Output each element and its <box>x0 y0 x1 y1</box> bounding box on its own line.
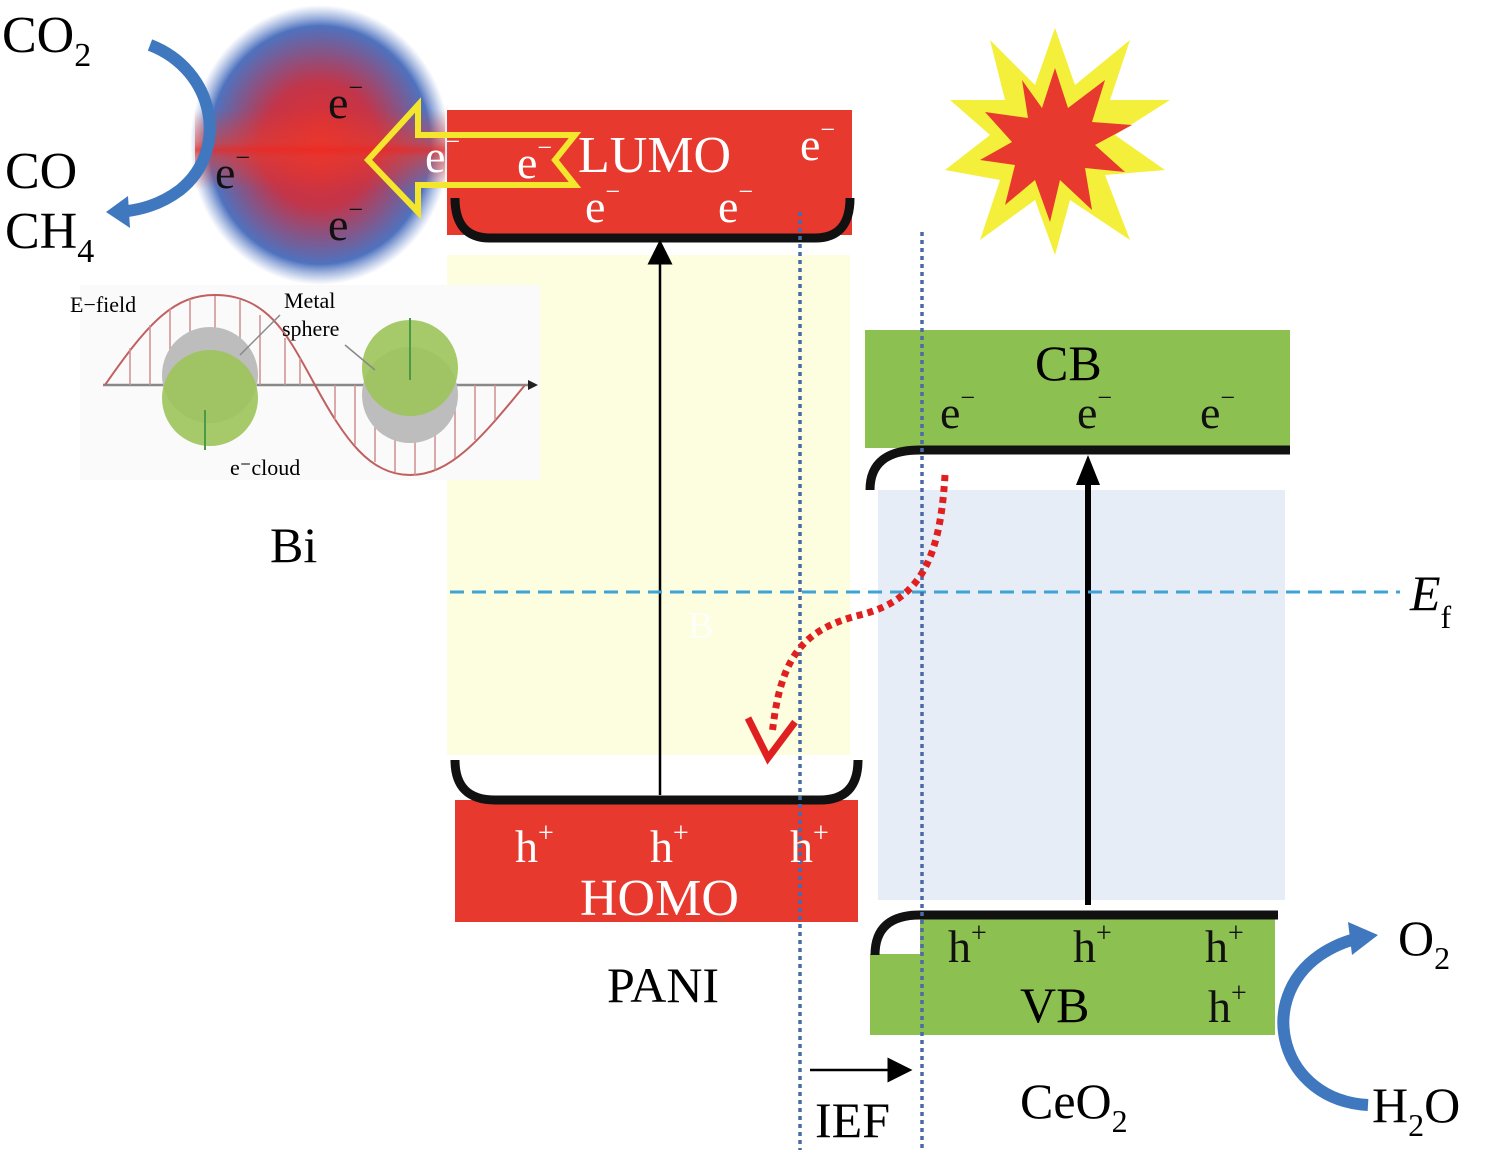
co2-reduction-arrow <box>119 39 216 218</box>
ceo2-label: CeO2 <box>1020 1073 1128 1139</box>
water-oxidation-arrow <box>1277 932 1369 1111</box>
sun-icon <box>945 28 1170 255</box>
cb-electron: e− <box>1077 383 1112 438</box>
inset-efield-label: E−field <box>70 292 136 317</box>
cb-electron: e− <box>1200 383 1235 438</box>
homo-label: HOMO <box>580 870 739 927</box>
homo-hole: h+ <box>650 818 689 872</box>
homo-hole: h+ <box>515 818 554 872</box>
cb-label: CB <box>1035 335 1102 391</box>
ief-label: IEF <box>815 1092 890 1148</box>
vb-hole: h+ <box>948 918 987 972</box>
lumo-label: LUMO <box>578 127 731 184</box>
ch4-label: CH4 <box>5 203 94 270</box>
ceo2-cb-band <box>865 330 1290 491</box>
o2-label: O2 <box>1398 910 1450 976</box>
electron-transfer-arrow <box>768 474 949 736</box>
lumo-electron: e− <box>800 115 835 170</box>
pani-label: PANI <box>607 957 719 1013</box>
vb-label: VB <box>1020 977 1089 1033</box>
lumo-electron: e− <box>718 177 753 232</box>
co-label: CO <box>5 143 77 200</box>
water-oxidation-arrowhead <box>1348 922 1378 955</box>
lumo-electron: e− <box>517 133 552 188</box>
ceo2-vb-band <box>870 910 1278 1035</box>
co2-reduction-arrowhead <box>106 196 130 228</box>
inset-metal-label: Metal <box>284 288 335 313</box>
vb-hole: h+ <box>1205 918 1244 972</box>
ceo2-excitation-arrowhead <box>1076 455 1100 485</box>
vb-hole: h+ <box>1073 918 1112 972</box>
lumo-electron: e− <box>425 127 460 182</box>
homo-hole: h+ <box>790 818 829 872</box>
plasmon-inset: E−field Metal sphere e⁻cloud <box>70 285 540 480</box>
inset-sphere-label: sphere <box>282 316 339 341</box>
electron-transfer-arrowhead <box>744 716 798 765</box>
fermi-level-label: Ef <box>1409 565 1452 635</box>
inset-cloud-label: e⁻cloud <box>230 455 300 480</box>
h2o-label: H2O <box>1372 1077 1460 1143</box>
vb-hole: h+ <box>1208 978 1247 1032</box>
pani-lumo-band <box>447 110 855 243</box>
faint-mark: B <box>688 605 713 647</box>
pani-homo-band <box>450 759 863 922</box>
bi-electron: e− <box>215 143 250 198</box>
electron-flow-arrow <box>363 97 582 220</box>
bi-electron: e− <box>328 73 363 128</box>
ceo2-bandgap-region <box>878 490 1285 900</box>
cb-electron: e− <box>940 383 975 438</box>
bi-sphere <box>190 5 450 285</box>
co2-label: CO2 <box>2 7 91 74</box>
bi-electron: e− <box>328 195 363 250</box>
bi-label: Bi <box>270 517 317 573</box>
lumo-electron: e− <box>585 177 620 232</box>
